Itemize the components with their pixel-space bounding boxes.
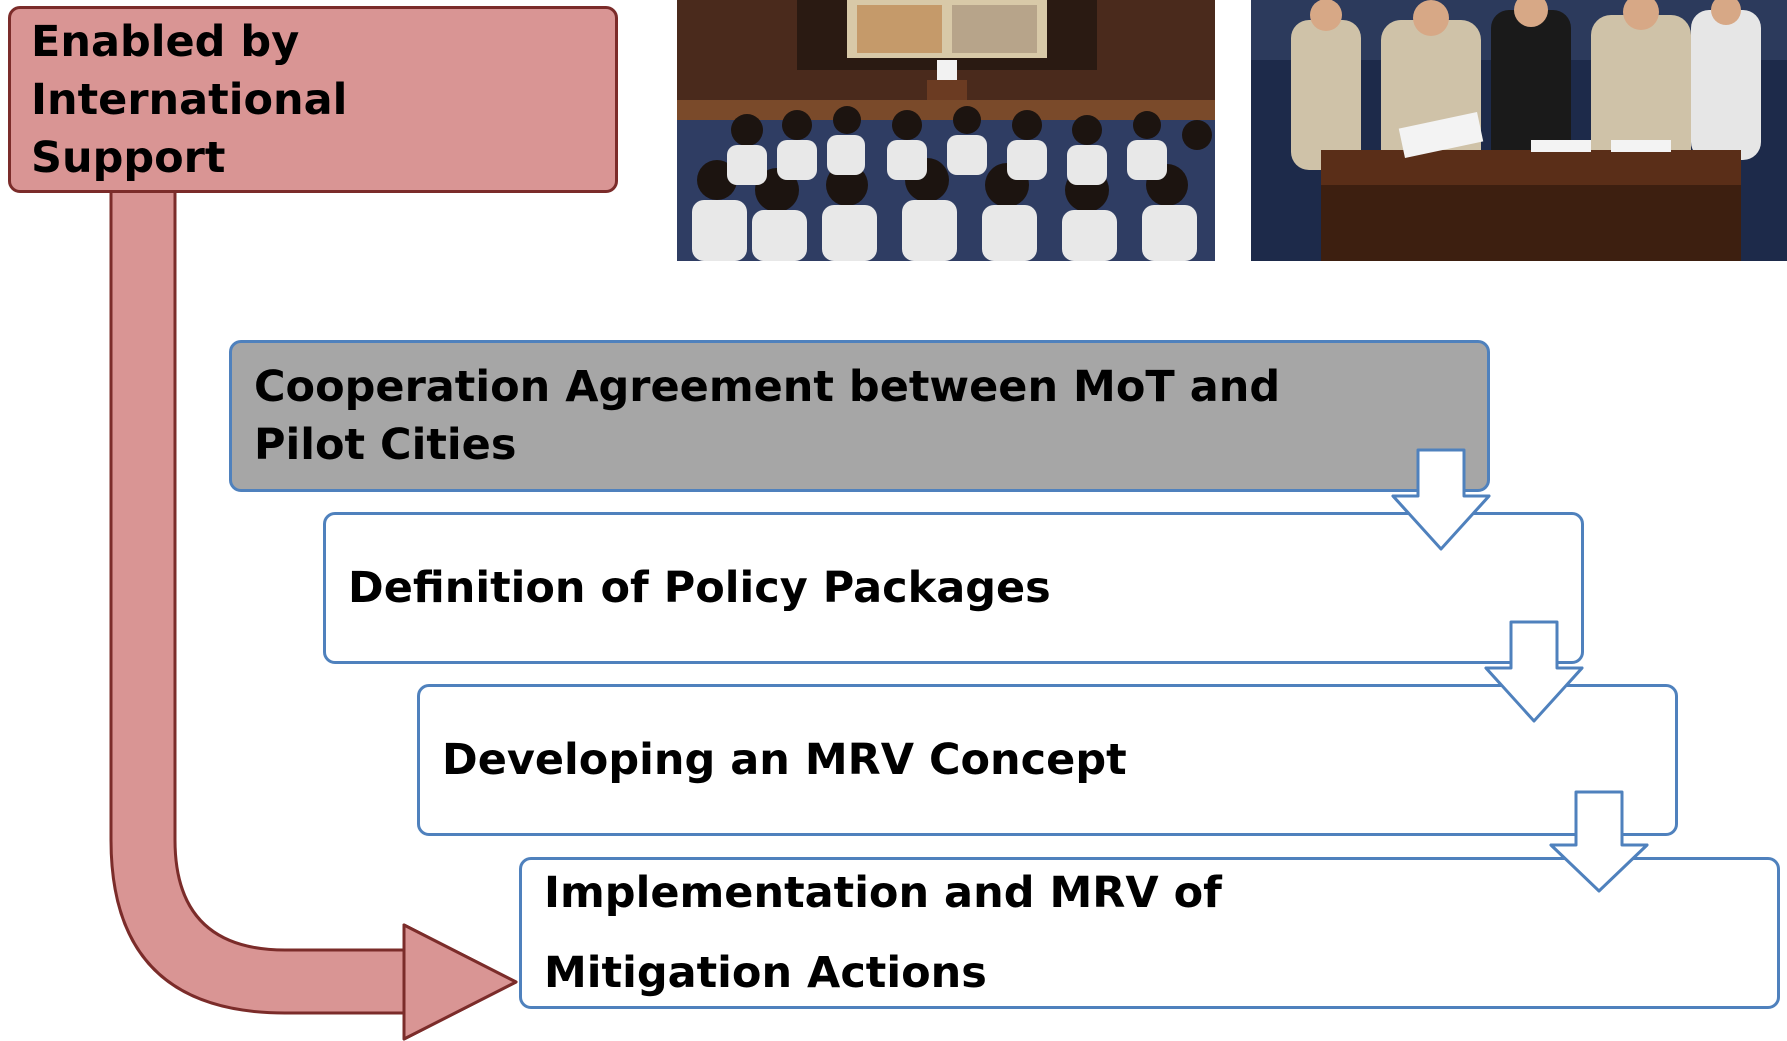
policy-packages-box: Definition of Policy Packages — [323, 512, 1584, 664]
international-support-box: Enabled by International Support — [8, 6, 618, 193]
cooperation-agreement-box: Cooperation Agreement between MoT and Pi… — [229, 340, 1490, 492]
conference-photo — [677, 0, 1215, 261]
signing-photo — [1251, 0, 1787, 261]
international-support-label: Enabled by International Support — [31, 16, 348, 183]
implementation-label: Implementation and MRV of Mitigation Act… — [544, 868, 1222, 998]
implementation-box: Implementation and MRV of Mitigation Act… — [519, 857, 1780, 1009]
policy-packages-label: Definition of Policy Packages — [348, 563, 1051, 613]
cooperation-agreement-label: Cooperation Agreement between MoT and Pi… — [254, 362, 1281, 470]
mrv-concept-box: Developing an MRV Concept — [417, 684, 1678, 836]
mrv-concept-label: Developing an MRV Concept — [442, 735, 1127, 785]
